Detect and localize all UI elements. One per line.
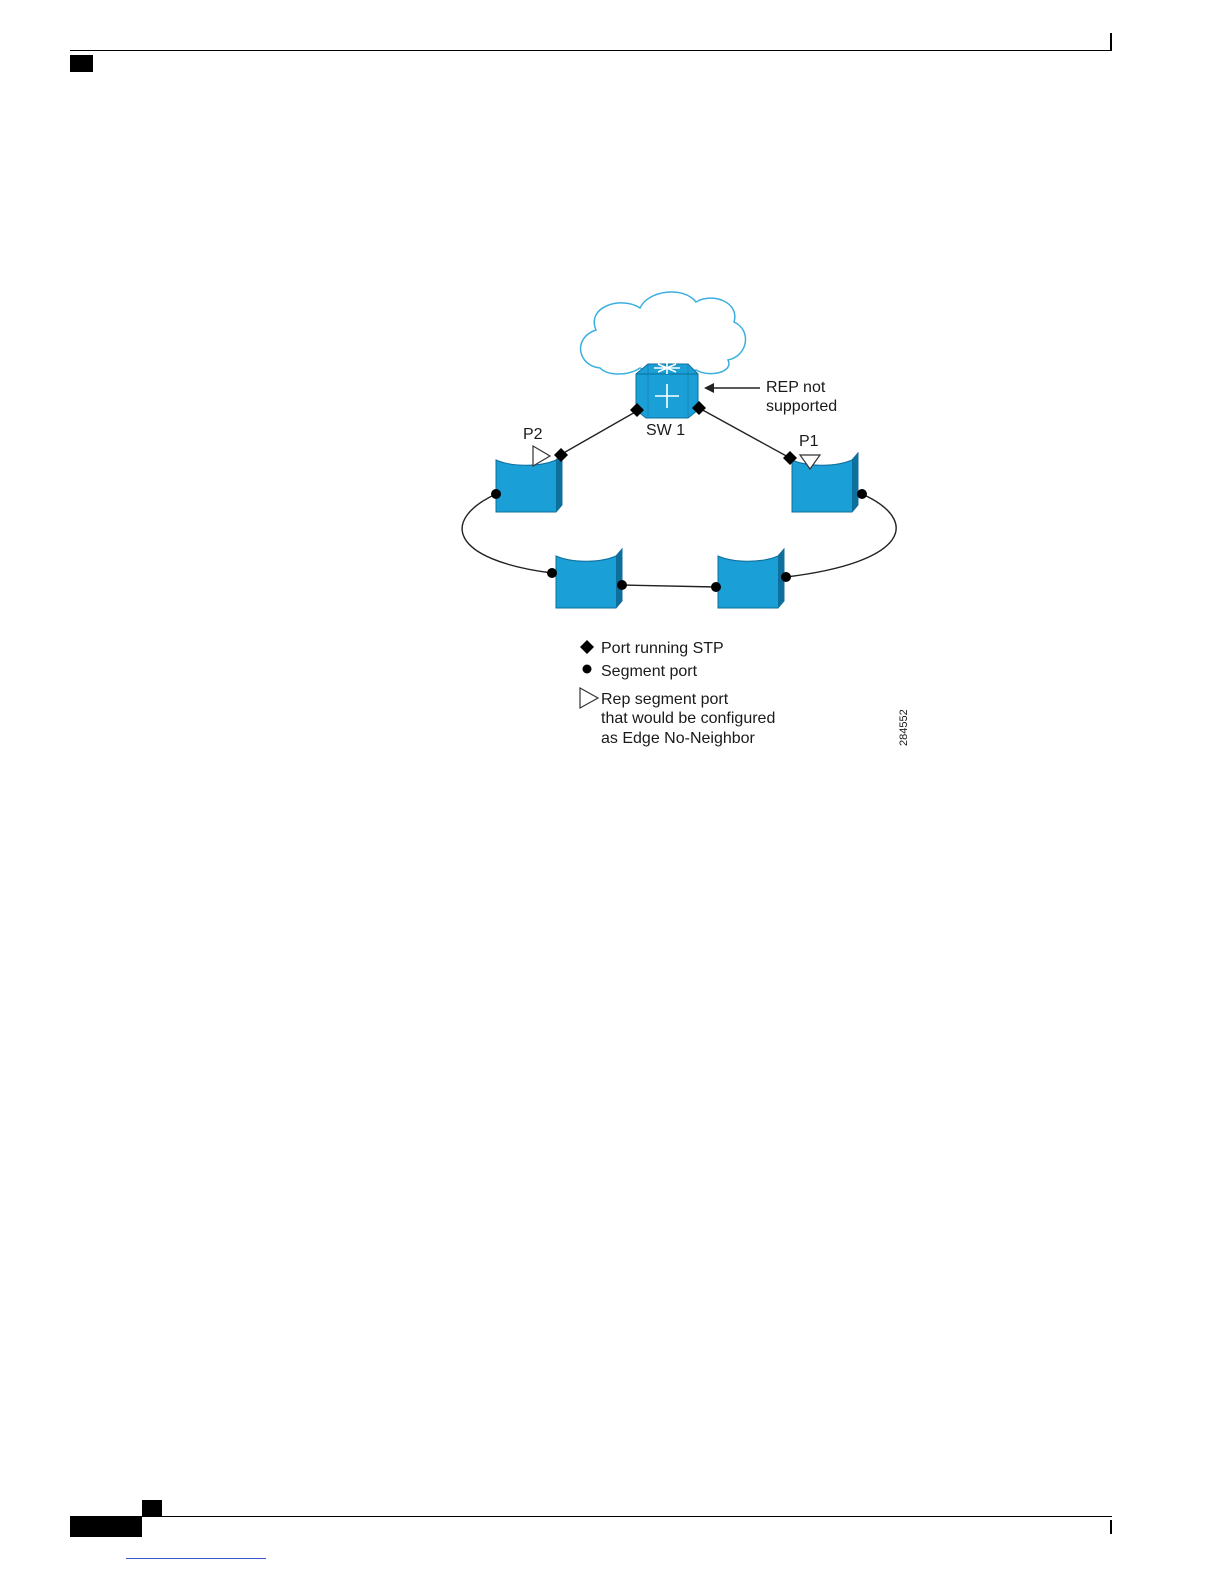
legend-edge-line2: that would be configured [601,710,775,727]
segment-port-dot-1 [491,489,501,499]
footer-tab [142,1500,162,1516]
legend-edge-line1: Rep segment port [601,691,729,708]
port-p2-label: P2 [523,426,543,443]
segment-port-dot-3 [547,568,557,578]
switch-label: SW 1 [646,422,685,439]
note-text-line1: REP not [766,379,826,396]
legend-dot-icon [583,665,592,674]
legend-stp-port: Port running STP [601,640,724,657]
switch-right-top [792,453,858,512]
legend-segment-port: Segment port [601,663,698,680]
note-arrow-head [704,383,714,393]
link-bottom [622,585,716,587]
switch-bottom-right [718,549,784,608]
legend-triangle-icon [580,688,598,708]
segment-port-dot-2 [857,489,867,499]
segment-port-dot-5 [711,582,721,592]
footer-tick [1110,1520,1112,1534]
sw1-switch-icon [636,362,698,418]
footer-rule [70,1516,1112,1517]
footer-link-underline[interactable] [126,1558,266,1559]
switch-left-top [496,453,562,512]
legend-edge-line3: as Edge No-Neighbor [601,730,756,747]
segment-port-dot-4 [617,580,627,590]
link-sw1-p1 [699,408,790,458]
footer-block [70,1517,142,1537]
switch-bottom-left [556,549,622,608]
note-text-line2: supported [766,398,837,415]
network-cloud [581,292,746,374]
link-sw1-p2 [560,411,637,455]
legend-diamond-icon [580,640,594,654]
figure-id: 284552 [898,709,910,746]
port-p1-label: P1 [799,433,819,450]
segment-port-dot-6 [781,572,791,582]
